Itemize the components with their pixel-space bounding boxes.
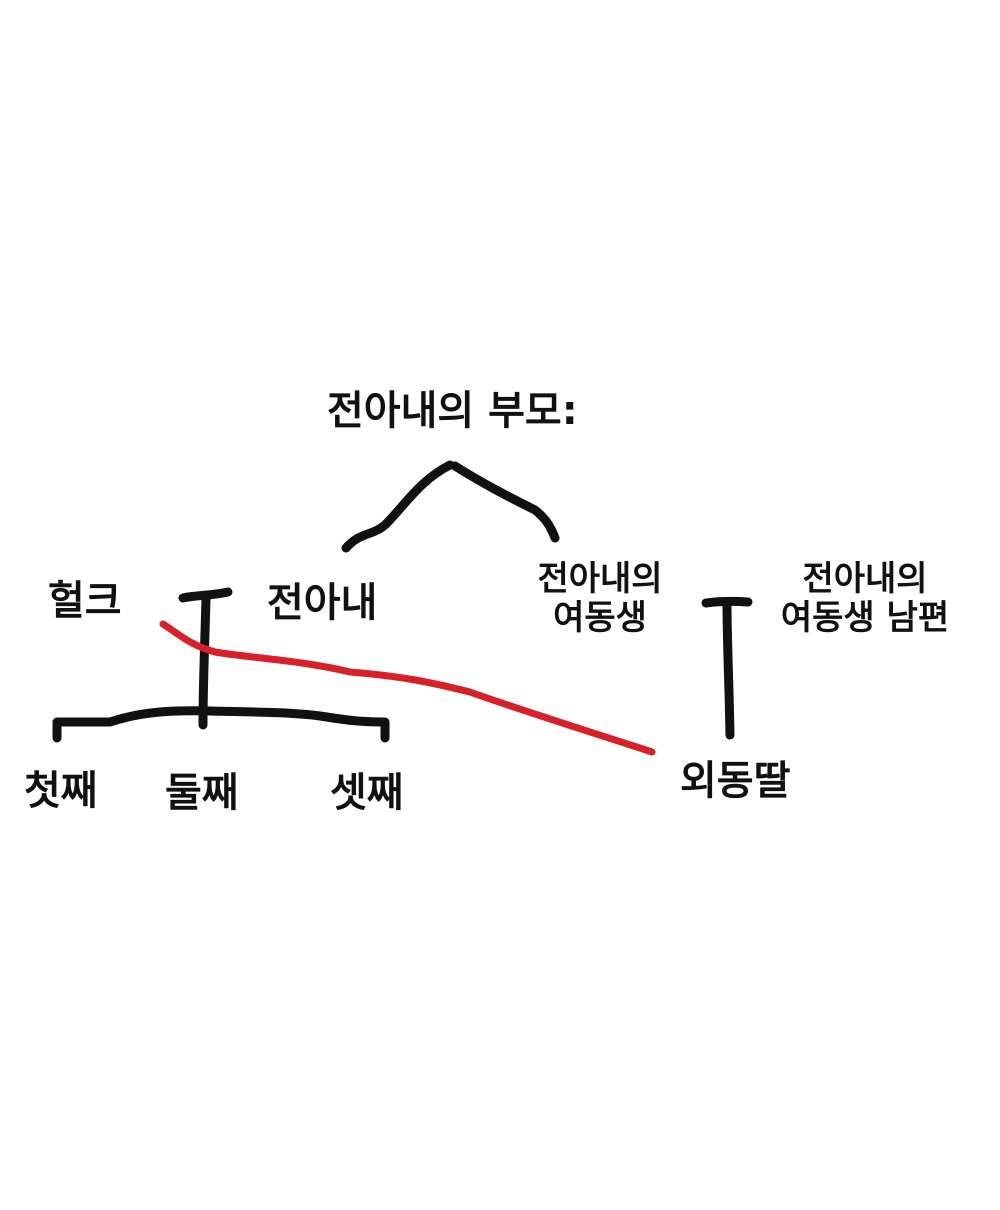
node-ex-wife-sister: 전아내의 여동생 — [530, 559, 670, 639]
node-hulk: 헐크 — [48, 578, 122, 624]
node-only-daughter: 외동딸 — [680, 758, 791, 804]
node-sister-husband: 전아내의 여동생 남편 — [770, 559, 960, 639]
parents-arch — [341, 460, 560, 553]
node-child-third: 셋째 — [330, 770, 404, 816]
highlight-line — [159, 620, 656, 756]
node-ex-wife-sister-line1: 전아내의 — [537, 559, 663, 599]
node-ex-wife-sister-line2: 여동생 — [553, 598, 647, 639]
node-sister-husband-line1: 전아내의 — [802, 559, 928, 599]
node-child-first: 첫째 — [24, 768, 98, 814]
descent-line-left — [198, 593, 211, 730]
node-ex-wife: 전아내 — [267, 580, 378, 626]
descent-line-right — [722, 598, 735, 740]
node-child-second: 둘째 — [165, 770, 239, 816]
title-ex-wife-parents: 전아내의 부모: — [327, 388, 578, 434]
node-sister-husband-line2: 여동생 남편 — [780, 598, 950, 639]
children-bracket — [52, 706, 390, 743]
